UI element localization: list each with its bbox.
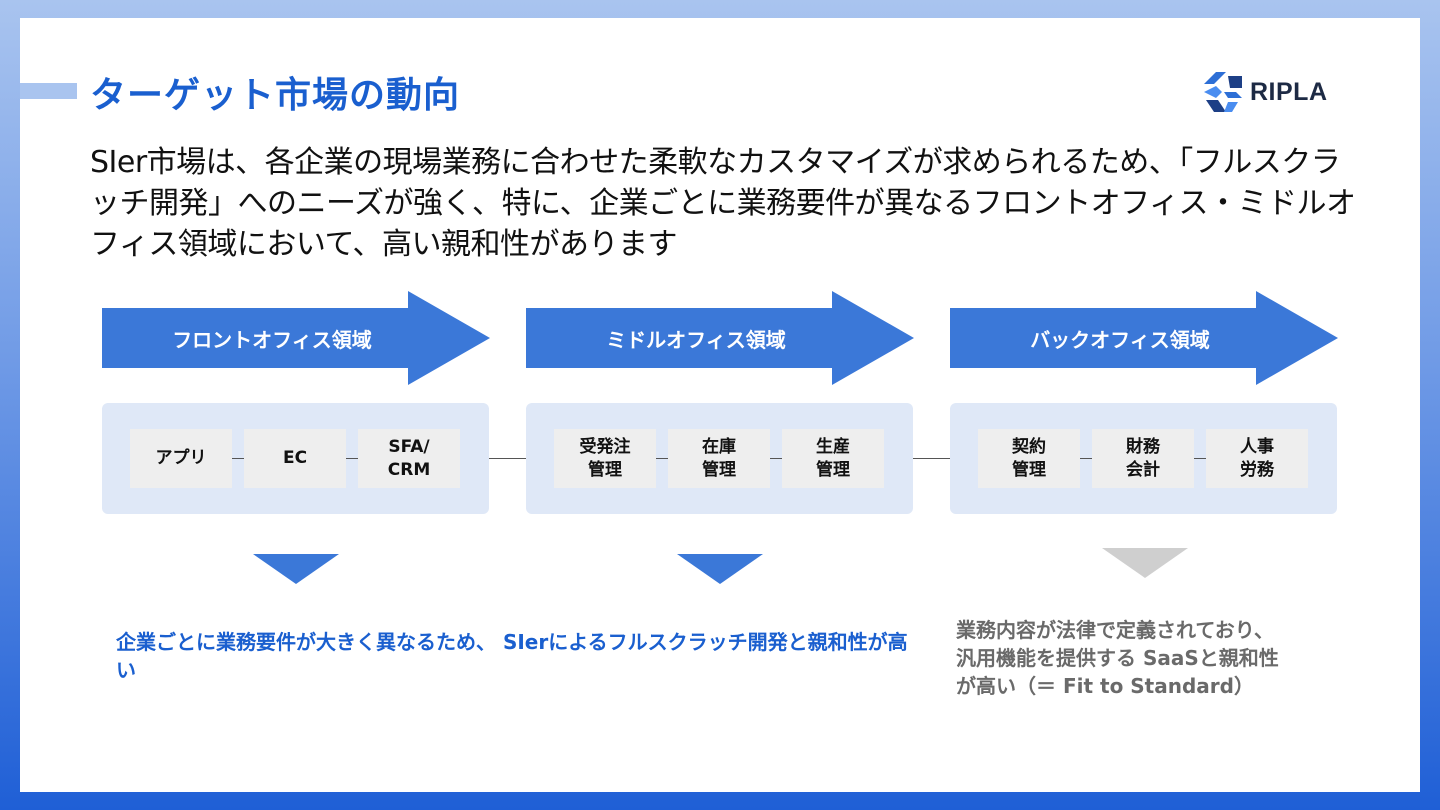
- chip-app: アプリ: [130, 429, 232, 488]
- chip-production-management: 生産 管理: [782, 429, 884, 488]
- chip-inventory-management: 在庫 管理: [668, 429, 770, 488]
- page-title: ターゲット市場の動向: [90, 75, 461, 116]
- middle-office-label: ミドルオフィス領域: [606, 327, 786, 352]
- chip-contract-management: 契約 管理: [978, 429, 1080, 488]
- front-middle-note: 企業ごとに業務要件が大きく異なるため、 SIerによるフルスクラッチ開発と親和性…: [116, 630, 908, 682]
- front-office-arrow: フロントオフィス領域: [102, 291, 490, 385]
- back-office-label: バックオフィス領域: [1030, 327, 1210, 352]
- ripla-logo-icon: [1204, 72, 1242, 112]
- back-office-note: 業務内容が法律で定義されており、 汎用機能を提供する SaaSと親和性 が高い（…: [956, 618, 1279, 698]
- back-office-arrow: バックオフィス領域: [950, 291, 1338, 385]
- title-accent-bar: [20, 83, 77, 99]
- logo: RIPLA: [1202, 68, 1328, 116]
- down-triangle-front: [253, 554, 339, 584]
- lead-text: SIer市場は、各企業の現場業務に合わせた柔軟なカスタマイズが求められるため、「…: [90, 145, 1356, 262]
- logo-text: RIPLA: [1250, 77, 1328, 106]
- back-office-panel: 契約 管理 財務 会計 人事 労務: [950, 403, 1337, 514]
- front-office-panel: アプリ EC SFA/ CRM: [102, 403, 489, 514]
- down-triangle-middle: [677, 554, 763, 584]
- middle-office-panel: 受発注 管理 在庫 管理 生産 管理: [526, 403, 913, 514]
- chip-order-management: 受発注 管理: [554, 429, 656, 488]
- middle-office-arrow: ミドルオフィス領域: [526, 291, 914, 385]
- front-office-label: フロントオフィス領域: [172, 327, 372, 352]
- chip-ec: EC: [244, 429, 346, 488]
- chip-finance-accounting: 財務 会計: [1092, 429, 1194, 488]
- slide: ターゲット市場の動向 RIPLA SIer市場は、各企業の現場業務に合わせた柔軟…: [20, 18, 1420, 792]
- down-triangle-back: [1102, 548, 1188, 578]
- chip-hr-labor: 人事 労務: [1206, 429, 1308, 488]
- chip-sfa-crm: SFA/ CRM: [358, 429, 460, 488]
